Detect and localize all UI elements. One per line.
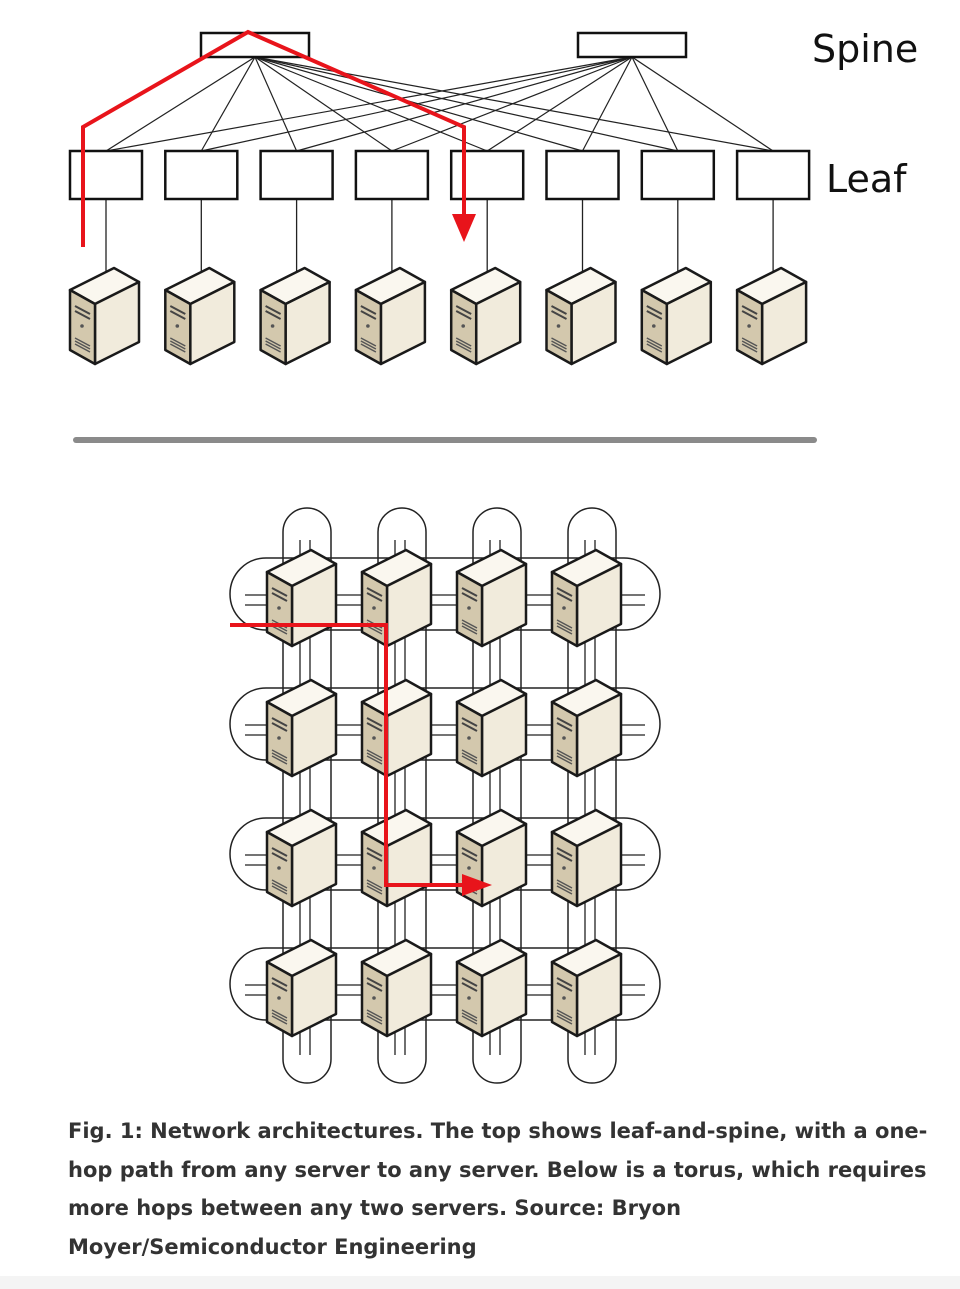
network-switch-icon [576, 31, 688, 59]
server-tower-icon [164, 266, 236, 366]
server-tower-icon [360, 678, 433, 778]
figure-caption: Fig. 1: Network architectures. The top s… [68, 1119, 928, 1259]
spine-leaf-links [105, 56, 774, 152]
spine-leaf-link [631, 56, 679, 152]
server-tower-icon [550, 808, 623, 908]
arrow-head-icon [462, 874, 492, 896]
server-tower-icon [735, 266, 808, 366]
server-tower-icon [360, 938, 433, 1038]
network-switch-icon [640, 149, 716, 201]
server-tower-icon [360, 548, 433, 648]
server-tower-icon [455, 548, 528, 648]
server-tower-icon [550, 548, 623, 648]
torus-wraparound-links [229, 507, 661, 1084]
leaf-spine-servers [68, 266, 808, 366]
leaf-spine-diagram: Spine Leaf [68, 27, 918, 366]
server-tower-icon [68, 266, 141, 366]
arrow-head-icon [452, 214, 476, 242]
spine-leaf-link [296, 56, 633, 152]
leaf-label: Leaf [826, 157, 908, 201]
server-tower-icon [550, 678, 623, 778]
spine-leaf-link [631, 56, 774, 152]
page-footer-band [0, 1276, 960, 1289]
spine-leaf-link [105, 56, 256, 152]
spine-label: Spine [812, 27, 918, 71]
one-hop-path [81, 29, 466, 247]
torus-column-wrap [377, 507, 427, 1084]
network-architectures-figure: Spine Leaf [68, 27, 918, 1084]
spine-leaf-link [254, 56, 393, 152]
spine-leaf-link [200, 56, 256, 152]
spine-leaf-link [105, 56, 633, 152]
network-switch-icon [354, 149, 430, 201]
torus-row-wrap [229, 687, 661, 761]
server-tower-icon [640, 266, 713, 366]
spine-leaf-link [581, 56, 633, 152]
network-switch-icon [259, 149, 334, 201]
server-tower-icon [550, 938, 623, 1038]
server-tower-icon [265, 938, 338, 1038]
server-tower-icon [265, 808, 338, 908]
server-tower-icon [455, 678, 528, 778]
network-switch-icon [735, 149, 811, 201]
network-switch-icon [68, 149, 144, 201]
leaf-server-links [105, 199, 774, 272]
torus-row-wrap [229, 557, 661, 631]
torus-column-wrap [282, 507, 332, 1084]
torus-column-wrap [567, 507, 617, 1084]
server-tower-icon [455, 938, 528, 1038]
torus-column-wrap [472, 507, 522, 1084]
torus-row-wrap [229, 817, 661, 891]
multi-hop-path [230, 623, 468, 887]
network-switch-icon [164, 149, 239, 201]
server-tower-icon [265, 548, 338, 648]
spine-leaf-link [486, 56, 633, 152]
server-tower-icon [545, 266, 617, 366]
server-tower-icon [354, 266, 427, 366]
spine-leaf-link [254, 56, 298, 152]
server-tower-icon [449, 266, 522, 366]
spine-leaf-link [391, 56, 633, 152]
torus-diagram [229, 507, 661, 1084]
server-tower-icon [360, 808, 433, 908]
leaf-switches [68, 149, 811, 201]
torus-row-wrap [229, 947, 661, 1021]
network-switch-icon [545, 149, 620, 201]
server-tower-icon [265, 678, 338, 778]
server-tower-icon [259, 266, 331, 366]
